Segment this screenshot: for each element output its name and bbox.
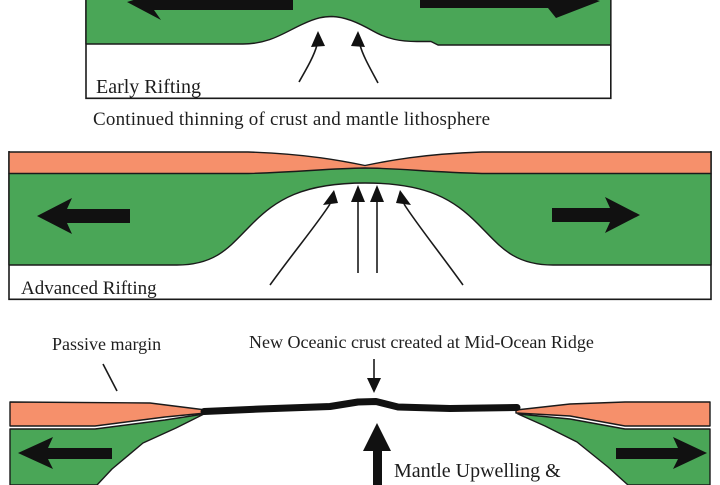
stage1-label: Early Rifting xyxy=(96,76,201,98)
upwelling-arrow-left xyxy=(298,44,318,83)
upwelling-arrow-head xyxy=(370,185,384,202)
upwelling-arrow-outer-left xyxy=(269,203,331,286)
passive-margin-pointer-line xyxy=(102,363,118,392)
upwelling-arrows xyxy=(269,185,464,286)
caption-continued-thinning: Continued thinning of crust and mantle l… xyxy=(93,109,491,130)
mantle-lithosphere-layer xyxy=(8,167,712,266)
upwelling-arrow-head xyxy=(323,190,338,205)
upwelling-arrow-head xyxy=(396,190,411,205)
right-mantle-lithosphere xyxy=(517,413,711,485)
right-extension-arrow xyxy=(616,437,707,469)
upwelling-arrow-right xyxy=(359,44,379,84)
oceanic-crust-line xyxy=(200,398,521,415)
ridge-pointer-arrow xyxy=(367,359,381,393)
upwelling-arrows xyxy=(298,31,379,84)
mantle-upwelling-arrow xyxy=(363,423,391,485)
right-continental-crust xyxy=(515,401,711,427)
stage2-label: Advanced Rifting xyxy=(21,278,157,299)
left-extension-arrow xyxy=(37,198,130,234)
upwelling-arrow-left-head xyxy=(311,31,325,47)
mantle-lithosphere-layer xyxy=(85,0,612,46)
left-extension-arrow xyxy=(127,0,293,20)
upwelling-label: Mantle Upwelling & xyxy=(394,460,561,482)
advanced-rifting-panel: Advanced Rifting xyxy=(8,151,712,301)
ocean-ridge-panel: Mantle Upwelling & xyxy=(9,398,711,485)
upwelling-arrow-outer-right xyxy=(403,203,464,286)
left-extension-arrow xyxy=(18,437,112,469)
passive-margin-label: Passive margin xyxy=(52,334,162,354)
upwelling-arrow-head xyxy=(351,185,365,202)
right-extension-arrow xyxy=(420,0,600,18)
left-continental-crust xyxy=(9,401,207,427)
early-rifting-panel: Early Rifting xyxy=(85,0,612,100)
upwelling-arrow-right-head xyxy=(351,31,365,47)
ridge-label: New Oceanic crust created at Mid-Ocean R… xyxy=(249,332,594,352)
right-extension-arrow xyxy=(552,197,640,233)
